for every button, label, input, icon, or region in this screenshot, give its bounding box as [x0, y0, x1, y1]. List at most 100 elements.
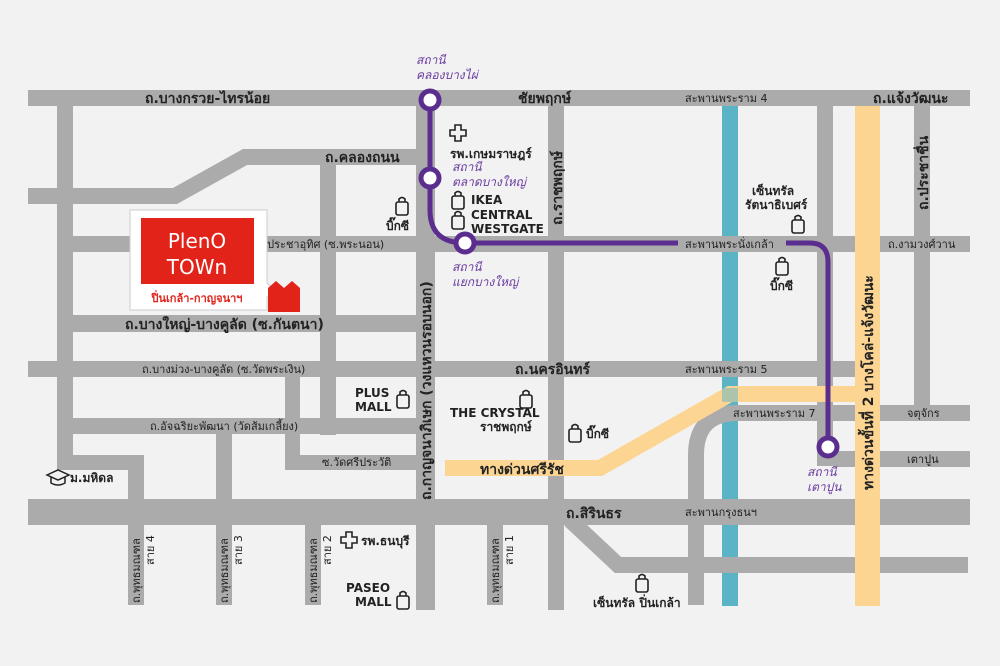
road-prachachuen — [914, 106, 930, 416]
poi-label: บิ๊กซี — [586, 424, 609, 441]
road-label: ถ.พุทธมณฑล — [489, 538, 502, 603]
road-label: จตุจักร — [907, 407, 940, 420]
road-rama7 — [688, 405, 970, 605]
road-label: ถ.สิรินธร — [566, 506, 622, 522]
poi-label: รพ.เกษมราษฎร์ — [450, 147, 532, 161]
road-label: เตาปูน — [907, 453, 939, 466]
road-bangmuang — [28, 361, 858, 377]
shopping-bag-icon — [451, 210, 465, 230]
road-label: สะพานพระราม 5 — [685, 363, 767, 376]
shopping-bag-icon — [396, 389, 410, 409]
station-label: เตาปูน — [807, 480, 842, 495]
expressway-2 — [855, 106, 880, 606]
road-label: ถ.งามวงศ์วาน — [888, 238, 956, 251]
graduation-cap-icon — [45, 469, 71, 486]
road-label: ถ.พุทธมณฑล — [307, 538, 320, 603]
poi-label: รัตนาธิเบศร์ — [745, 198, 808, 212]
project-callout[interactable]: PlenO TOWn ปิ่นเกล้า-กาญจนาฯ — [129, 209, 284, 311]
road-lower-east — [564, 514, 968, 573]
logo-text: PlenO — [168, 229, 226, 253]
road-ratchaphruek — [548, 90, 564, 610]
poi-label: บิ๊กซี — [770, 276, 793, 293]
hospital-icon — [340, 531, 358, 549]
plenotown-logo — [141, 218, 254, 284]
road-label: ถ.พุทธมณฑล — [130, 538, 143, 603]
poi-label: PLUS — [355, 386, 389, 400]
road-wat-si-prawat — [285, 455, 420, 470]
road-label: ถ.บางม่วง-บางคูลัด (ซ.วัดพระเงิน) — [142, 363, 305, 376]
expressway-label: ทางด่วนขั้นที่ 2 บางโคล่-แจ้งวัฒนะ — [857, 275, 877, 490]
station-yaek-bang-yai[interactable] — [453, 231, 477, 255]
station-label: สถานี — [452, 260, 483, 274]
road-label: สะพานพระราม 4 — [685, 92, 767, 105]
road-label: ถ.ประชาอุทิศ (ซ.พระนอน) — [257, 238, 384, 251]
shopping-bag-icon — [775, 256, 789, 276]
project-subtitle: ปิ่นเกล้า-กาญจนาฯ — [150, 290, 242, 305]
project-building-icon[interactable] — [268, 281, 300, 312]
expressway-si-rat — [445, 386, 857, 476]
road-label: ถ.อัจฉริยะพัฒนา (วัดส้มเกลี้ยง) — [150, 418, 298, 433]
road-label: สาย 1 — [503, 535, 516, 565]
road-phutthamonthon-4 — [128, 455, 144, 605]
shopping-bag-icon — [396, 590, 410, 610]
road-label: ถ.ราชพฤกษ์ — [549, 151, 566, 225]
road-bangkruai — [28, 90, 970, 106]
hospital-icon — [449, 124, 467, 142]
chao-phraya-river — [722, 106, 738, 606]
shopping-bag-icon — [451, 190, 465, 210]
shopping-bag-icon — [791, 214, 805, 234]
poi-label: THE CRYSTAL — [450, 406, 540, 420]
road-left-vertical — [57, 90, 73, 470]
poi-label: MALL — [355, 400, 392, 414]
poi-label: บิ๊กซี — [386, 216, 409, 233]
poi-label: ม.มหิดล — [70, 471, 113, 485]
road-phutthamonthon-2 — [305, 520, 321, 605]
poi-label: ราชพฤกษ์ — [480, 420, 532, 434]
station-label: สถานี — [452, 160, 483, 174]
river-under-expressway — [722, 388, 738, 402]
poi-label: เซ็นทรัล — [752, 183, 794, 198]
poi-label: WESTGATE — [471, 222, 544, 236]
poi-label: MALL — [355, 595, 392, 609]
shopping-bag-icon — [395, 196, 409, 216]
road-label: สะพานพระราม 7 — [733, 407, 815, 420]
road-label: ถ.บางกรวย-ไทรน้อย — [145, 89, 270, 107]
shopping-bag-icon — [635, 573, 649, 593]
logo-text: TOWn — [166, 255, 227, 279]
station-talad-bang-yai[interactable] — [418, 166, 442, 190]
road-network — [28, 90, 970, 610]
road-label: สาย 4 — [144, 535, 157, 565]
station-label: ตลาดบางใหญ่ — [452, 175, 528, 189]
road-label: สาย 3 — [232, 535, 245, 565]
road-label: ถ.กาญจนาภิเษก (วงแหวนรอบนอก) — [419, 281, 435, 500]
station-tao-poon[interactable] — [816, 435, 840, 459]
road-label: ถ.นครอินทร์ — [515, 361, 590, 378]
poi-label: เซ็นทรัล ปิ่นเกล้า — [593, 594, 681, 610]
station-label: คลองบางไผ่ — [416, 68, 480, 82]
poi-label: IKEA — [471, 193, 503, 207]
road-label: สะพานพระนั่งเกล้า — [685, 236, 774, 251]
station-label: สถานี — [416, 53, 447, 67]
road-tao-poon — [833, 451, 970, 467]
road-vertical-mid — [320, 157, 336, 435]
road-left-jog — [57, 455, 144, 470]
station-khlong-bang-phai[interactable] — [418, 88, 442, 112]
road-label: ถ.แจ้งวัฒนะ — [873, 91, 948, 107]
poi-label: PASEO — [346, 581, 390, 595]
road-label: ซ.วัดศรีประวัติ — [322, 456, 391, 469]
station-label: สถานี — [807, 465, 838, 479]
road-label: สะพานกรุงธนฯ — [685, 506, 757, 519]
poi-label: รพ.ธนบุรี — [361, 534, 410, 549]
poi-label: CENTRAL — [471, 208, 533, 222]
shopping-bag-icon — [568, 423, 582, 443]
road-label: สาย 2 — [321, 535, 334, 565]
expressway-label: ทางด่วนศรีรัช — [480, 462, 564, 478]
road-label: ถ.บางใหญ่-บางคูลัด (ซ.กันตนา) — [125, 315, 324, 333]
road-label: ชัยพฤกษ์ — [518, 90, 571, 107]
road-wat-si-prawat-v — [285, 377, 300, 470]
station-label: แยกบางใหญ่ — [452, 275, 520, 289]
road-sirindhorn — [28, 499, 970, 525]
road-phutthamonthon-1 — [487, 520, 503, 605]
road-label: ถ.ประชาชื่น — [913, 135, 932, 210]
